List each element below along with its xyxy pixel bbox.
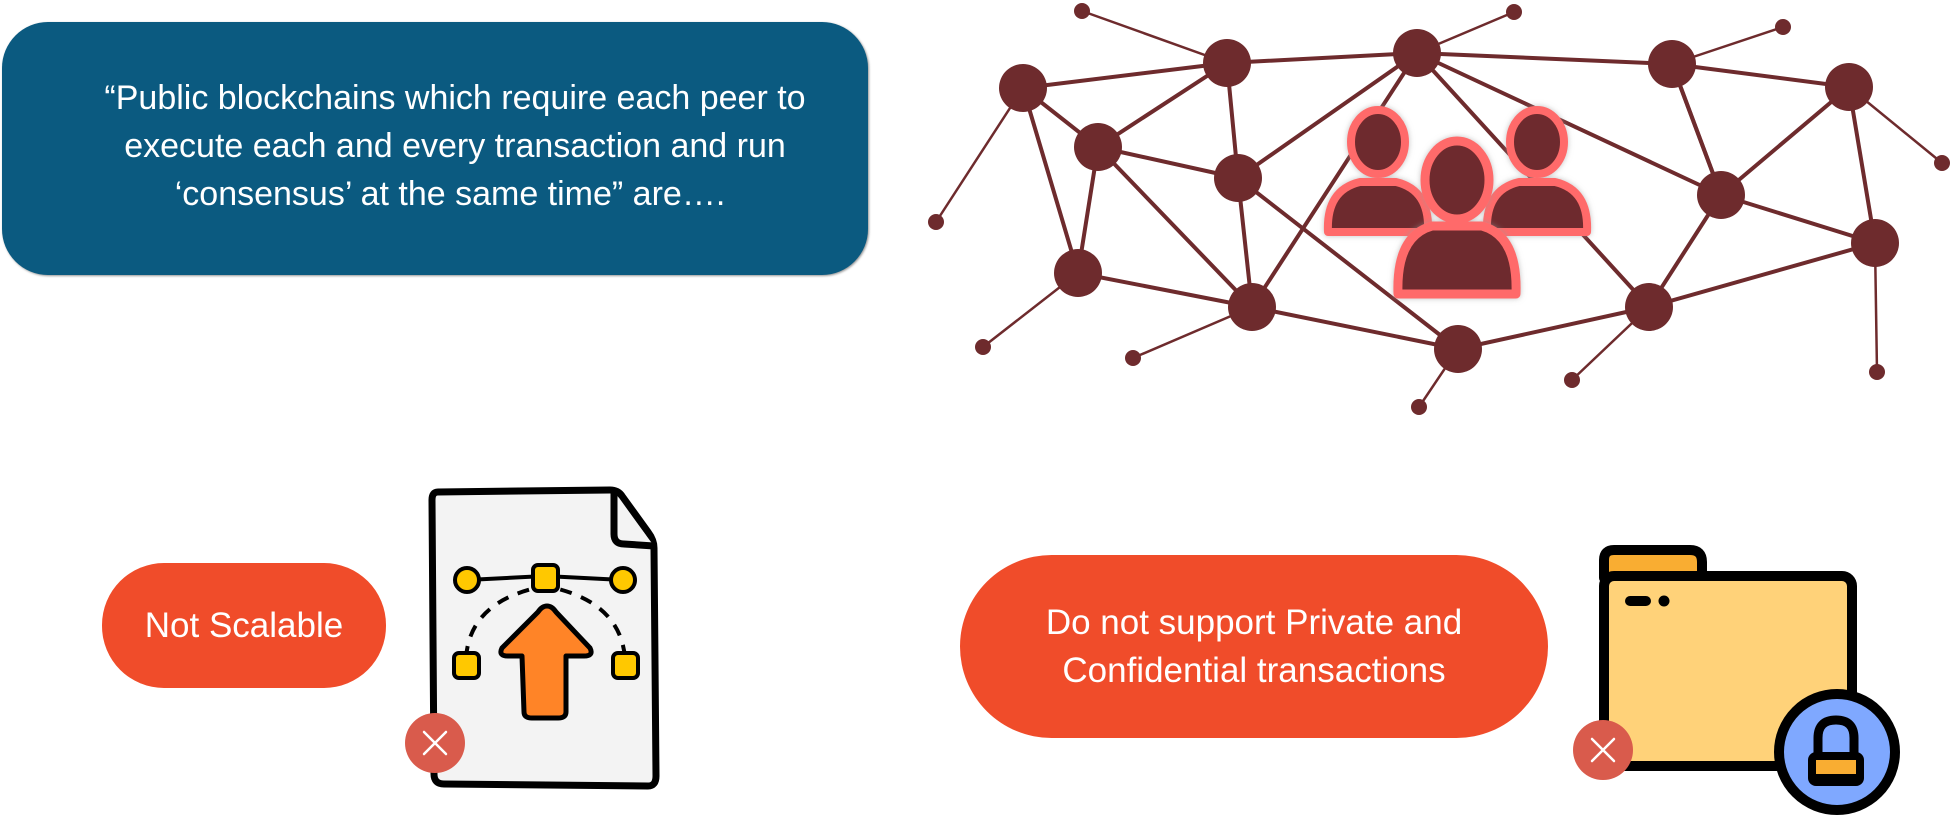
network-edge (1847, 85, 1877, 245)
network-edge (1096, 145, 1254, 309)
quote-text: “Public blockchains which require each p… (55, 74, 855, 218)
network-node (1648, 40, 1696, 88)
user-group-icon (1323, 106, 1592, 299)
quote-line-1: “Public blockchains which require each p… (104, 78, 806, 117)
network-leaf-node (1869, 364, 1885, 380)
network-edge (1225, 51, 1419, 65)
network-edge (1250, 51, 1419, 309)
network-leaf-node (1506, 4, 1522, 20)
network-edge (1250, 305, 1460, 351)
network-node (1393, 29, 1441, 77)
network-node (1054, 249, 1102, 297)
user-icon-left (1323, 106, 1433, 236)
network-edge (1236, 51, 1419, 180)
quote-line-2: execute each and every transaction and r… (124, 126, 786, 165)
network-leaf-node (1411, 399, 1427, 415)
network-leaf-node (1125, 350, 1141, 366)
network-leaf-edge (1080, 9, 1229, 65)
network-edge (1719, 85, 1851, 197)
network-leaf-edge (934, 86, 1025, 224)
quote-line-3: ‘consensus’ at the same time” are…. (174, 174, 726, 213)
quote-box: “Public blockchains which require each p… (2, 22, 868, 275)
network-leaf-node (1564, 372, 1580, 388)
network-edge (1236, 176, 1460, 351)
network-leaf-node (928, 214, 944, 230)
network-node (1697, 171, 1745, 219)
network-edge (1647, 241, 1877, 309)
no-privacy-text-line-2: Confidential transactions (1062, 650, 1446, 690)
network-node (1625, 283, 1673, 331)
network-edge (1415, 51, 1674, 66)
network-node (1228, 283, 1276, 331)
network-edge (1415, 51, 1723, 197)
network-node (1434, 325, 1482, 373)
not-scalable-label: Not Scalable (102, 563, 386, 688)
network-edge (1021, 86, 1080, 275)
network-edge (1096, 61, 1229, 149)
network-leaf-node (1074, 3, 1090, 19)
network-leaf-node (1934, 155, 1950, 171)
network-node (1851, 219, 1899, 267)
network-leaf-node (975, 339, 991, 355)
network-node (1074, 123, 1122, 171)
user-icon-right (1482, 106, 1592, 236)
network-edge (1456, 305, 1651, 351)
network-edge (1719, 193, 1877, 245)
network-node (1214, 154, 1262, 202)
network-edge (1670, 62, 1851, 89)
network-node (1825, 63, 1873, 111)
network-node (1203, 39, 1251, 87)
network-leaf-node (1775, 19, 1791, 35)
close-icon (405, 713, 465, 773)
network-edge (1076, 271, 1254, 309)
no-privacy-label: Do not support Private and Confidential … (960, 555, 1548, 738)
network-nodes (928, 3, 1950, 415)
network-node (999, 64, 1047, 112)
not-scalable-text: Not Scalable (144, 605, 344, 645)
user-icon-center (1393, 136, 1521, 299)
close-icon (1573, 720, 1633, 780)
network-edge (1021, 61, 1229, 90)
no-privacy-text-line-1: Do not support Private and (1045, 602, 1463, 642)
